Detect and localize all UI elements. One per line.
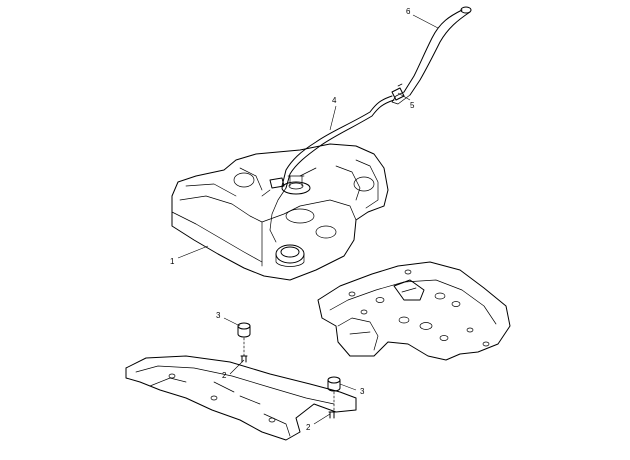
callout-4: 4	[332, 96, 337, 105]
vent-line	[269, 95, 395, 231]
hose-clamp	[391, 83, 405, 101]
rubber-bumper-lower	[327, 376, 341, 392]
retaining-screw-upper	[240, 337, 248, 363]
callout-2-lower: 2	[306, 423, 311, 432]
leader-lines	[177, 14, 439, 425]
tank-strap	[125, 355, 357, 441]
callout-3-upper: 3	[216, 311, 221, 320]
callout-1: 1	[170, 257, 175, 266]
callout-3-lower: 3	[360, 387, 365, 396]
callout-6: 6	[406, 7, 411, 16]
fuel-tank	[171, 143, 389, 281]
callout-2-upper: 2	[222, 371, 227, 380]
callout-5: 5	[410, 101, 415, 110]
retaining-screw-lower	[328, 391, 336, 419]
fill-hose	[391, 6, 472, 105]
rubber-bumper-upper	[237, 322, 251, 338]
heat-shield	[317, 261, 511, 361]
